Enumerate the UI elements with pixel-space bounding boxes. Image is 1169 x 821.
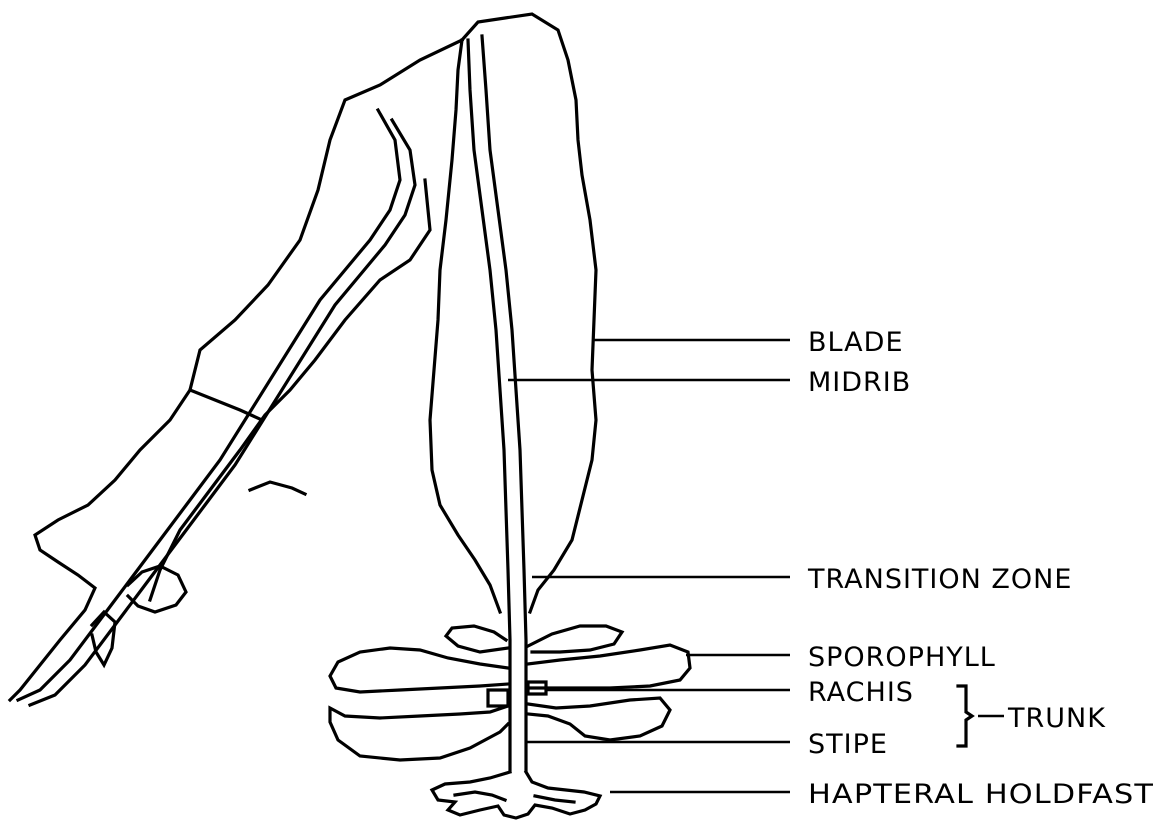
main-blade-outline: [430, 14, 596, 612]
label-trunk: TRUNK: [1007, 703, 1106, 734]
leaning-blade-small-lobe: [250, 482, 305, 494]
label-rachis: RACHIS: [808, 677, 914, 708]
rachis-left-block: [488, 690, 508, 706]
label-blade: BLADE: [808, 327, 904, 358]
trunk-bracket: [958, 686, 972, 746]
label-stipe: STIPE: [808, 729, 888, 760]
leaning-blade-crease: [190, 390, 262, 420]
midrib-right-line: [482, 36, 526, 770]
label-midrib: MIDRIB: [808, 367, 911, 398]
label-hapteral-holdfast: HAPTERAL HOLDFAST: [808, 779, 1154, 810]
sporophyll-lower-left: [330, 706, 508, 760]
sporophyll-lower-right: [528, 698, 670, 740]
sporophyll-upper-left: [446, 626, 508, 652]
leaning-midrib-line-2: [30, 120, 415, 705]
leaning-midrib-line-1: [18, 110, 400, 700]
sporophyll-upper-right: [528, 626, 622, 652]
sporophyll-middle-left: [330, 648, 508, 692]
holdfast-inner: [455, 792, 574, 802]
label-sporophyll: SPOROPHYLL: [808, 642, 996, 673]
label-transition-zone: TRANSITION ZONE: [807, 564, 1072, 595]
